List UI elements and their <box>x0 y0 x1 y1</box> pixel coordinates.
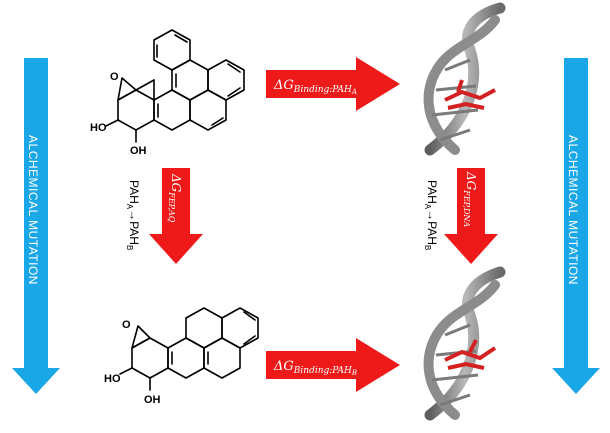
molecule-pah-a: O HO OH <box>90 29 245 157</box>
transformation-label-left: PAHA→PAHB <box>125 180 141 250</box>
bottom-ho-label: HO <box>104 373 121 385</box>
left-alchemical-arrow: ALCHEMICAL MUTATION <box>12 58 60 394</box>
right-alchemical-label: ALCHEMICAL MUTATION <box>566 135 580 285</box>
ligand-bottom <box>444 339 497 370</box>
binding-top-sub: Binding:PAH <box>293 85 352 95</box>
binding-bottom-subsub: B <box>351 369 357 377</box>
fep-aq-sub: FEP,AQ <box>167 191 176 222</box>
svg-text:ΔGFEP,DNA: ΔGFEP,DNA <box>462 171 478 227</box>
fep-dna-sub: FEP,DNA <box>462 189 471 227</box>
fep-dna-prefix: ΔG <box>464 171 478 191</box>
left-alchemical-label: ALCHEMICAL MUTATION <box>26 135 40 285</box>
binding-top-prefix: ΔG <box>273 78 294 93</box>
bottom-oh-label: OH <box>144 394 161 406</box>
molecule-pah-b: O HO OH <box>104 307 259 406</box>
dna-complex-bottom <box>423 266 506 421</box>
svg-text:ΔGBinding:PAHB: ΔGBinding:PAHB <box>273 359 357 377</box>
binding-bottom-prefix: ΔG <box>273 359 294 374</box>
right-alchemical-arrow: ALCHEMICAL MUTATION <box>552 58 600 394</box>
top-oh-label: OH <box>130 145 147 157</box>
binding-bottom-sub: Binding:PAH <box>293 366 352 376</box>
fep-aq-arrow: ΔGFEP,AQ <box>149 168 203 264</box>
fep-aq-prefix: ΔG <box>169 173 183 193</box>
binding-arrow-top: ΔGBinding:PAHA <box>266 57 400 111</box>
fep-dna-arrow: ΔGFEP,DNA <box>444 168 498 264</box>
top-epoxide-o: O <box>110 71 119 83</box>
binding-arrow-bottom: ΔGBinding:PAHB <box>266 338 400 392</box>
binding-top-subsub: A <box>351 88 357 96</box>
transformation-label-right: PAHA→PAHB <box>423 180 439 250</box>
svg-text:ΔGBinding:PAHA: ΔGBinding:PAHA <box>273 78 357 96</box>
top-ho-label: HO <box>90 122 107 134</box>
svg-text:ΔGFEP,AQ: ΔGFEP,AQ <box>167 173 183 223</box>
dna-complex-top <box>423 2 506 156</box>
bottom-epoxide-o: O <box>122 319 131 331</box>
ligand-top <box>444 79 496 110</box>
